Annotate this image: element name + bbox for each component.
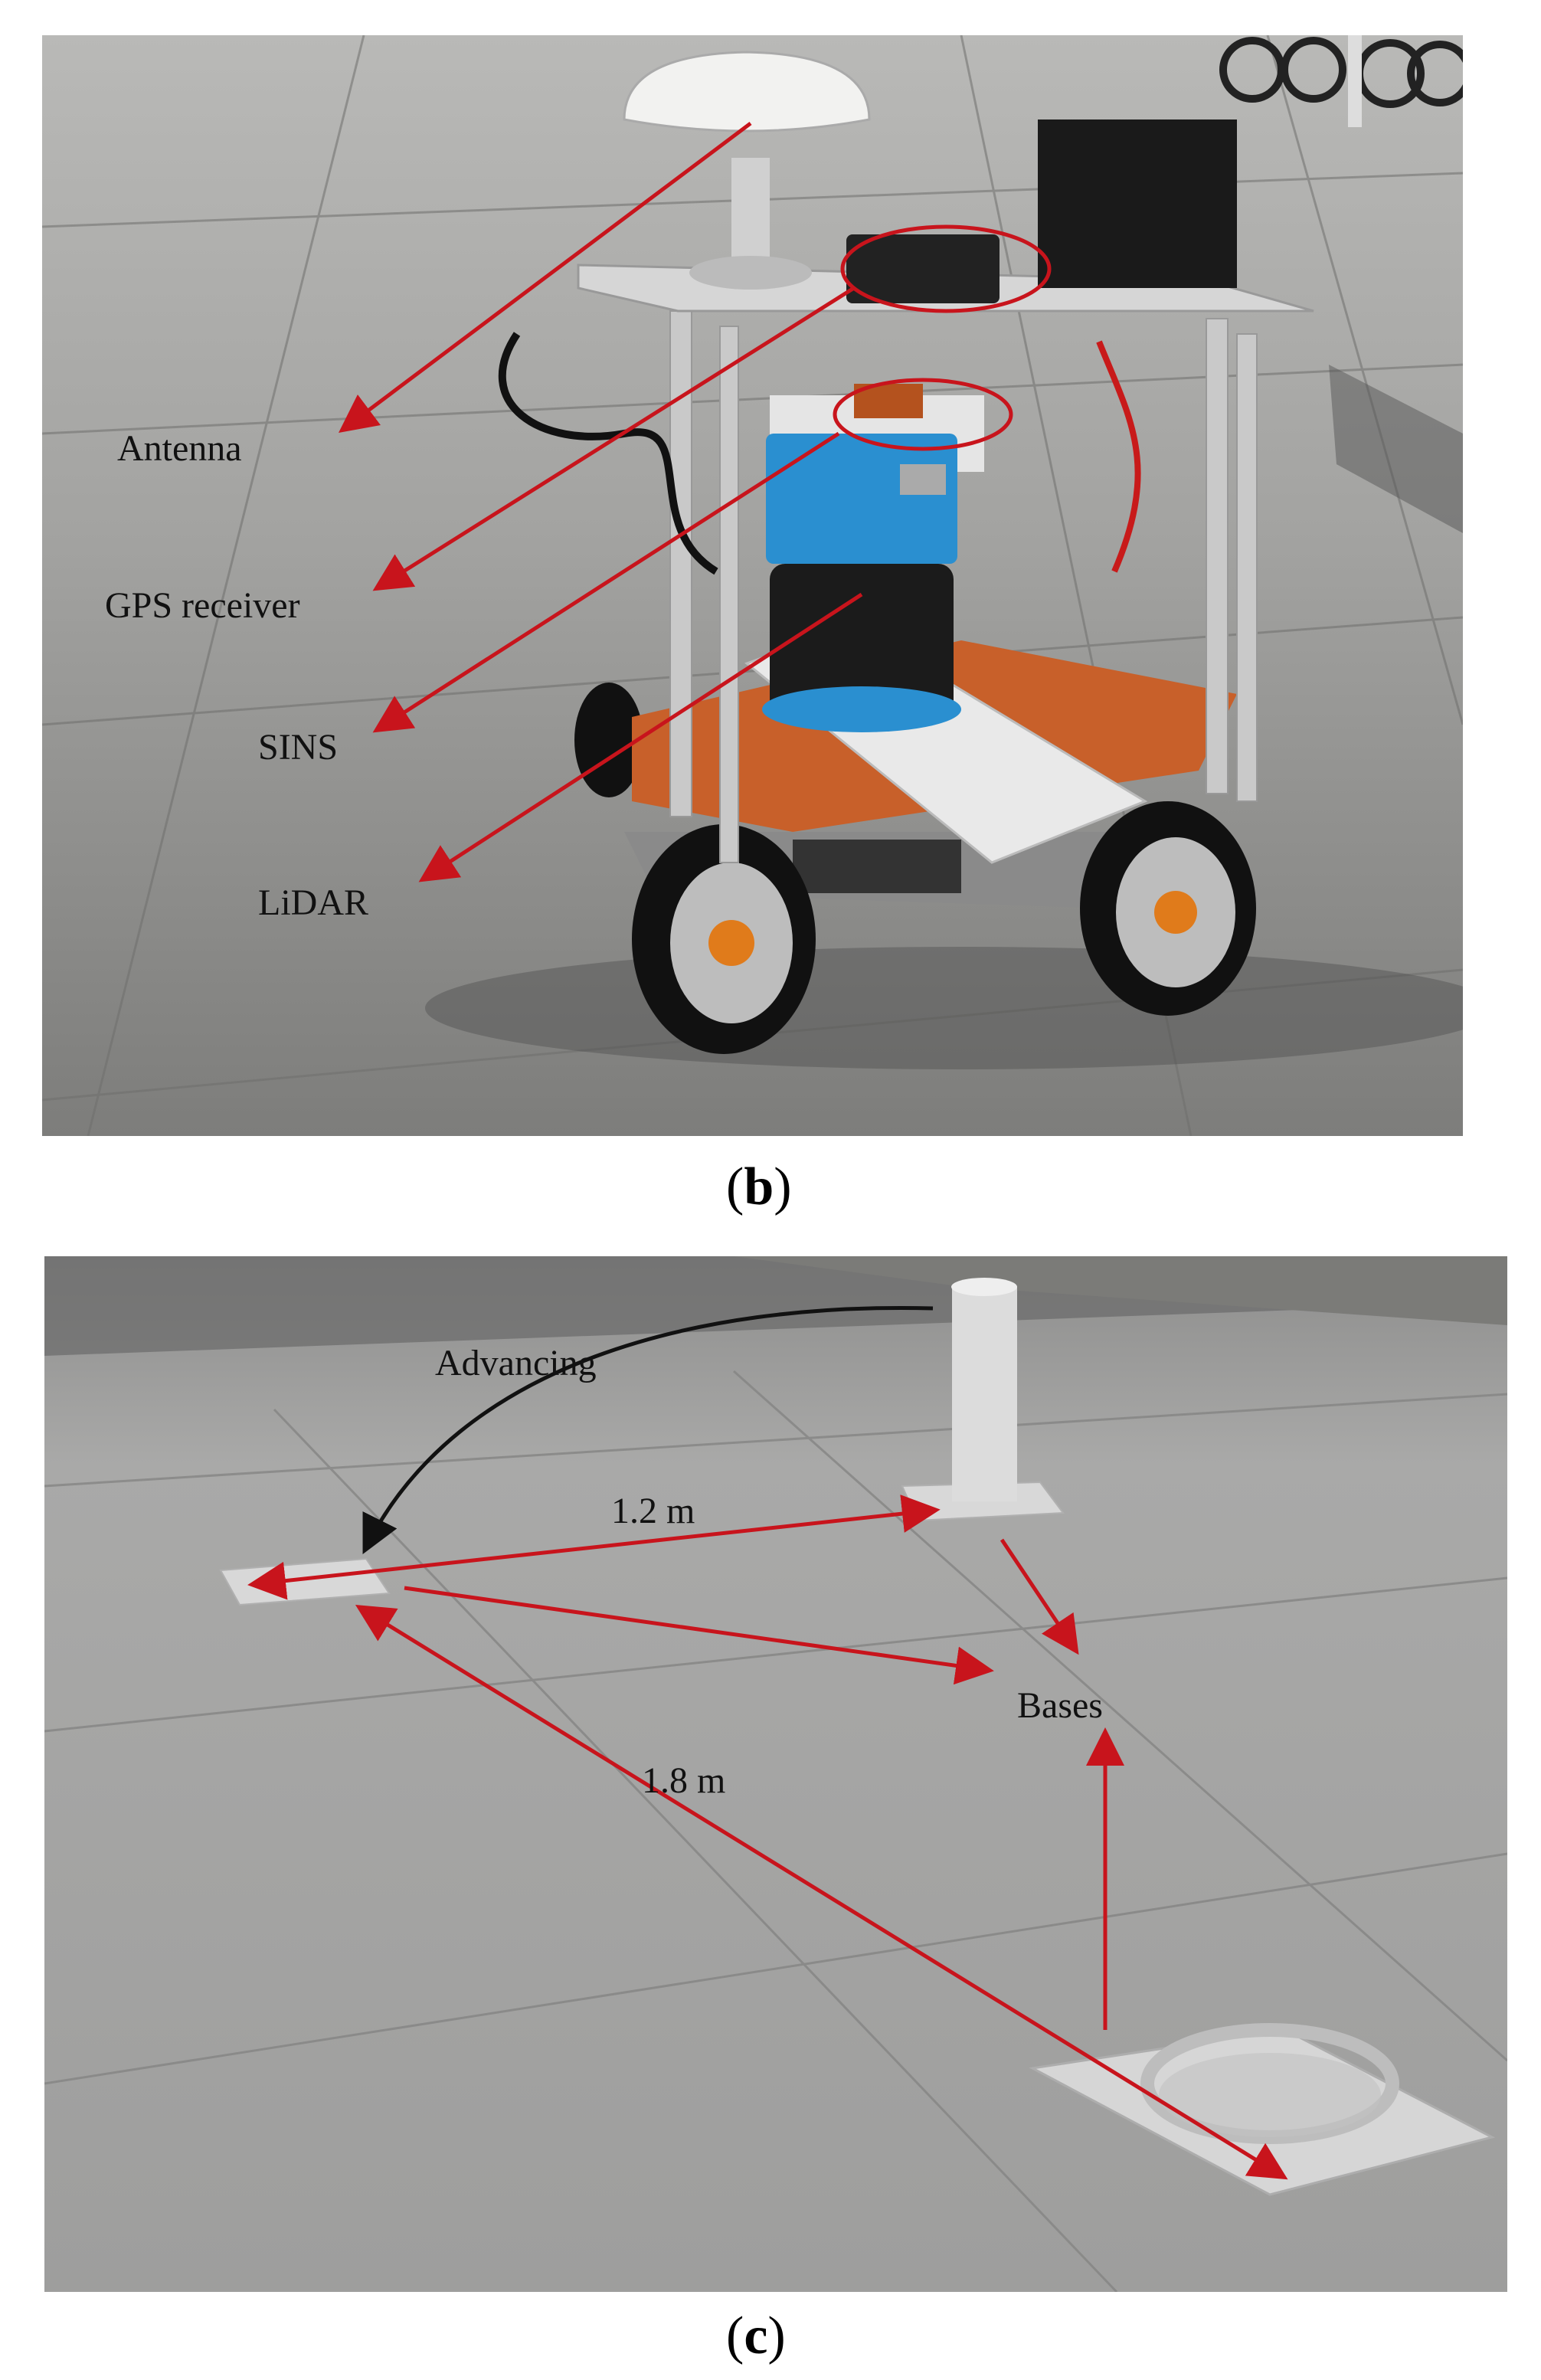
antenna-arrow bbox=[339, 122, 752, 434]
bases-label: Bases bbox=[1017, 1685, 1103, 1726]
drain-strip bbox=[1329, 365, 1463, 533]
red-cable bbox=[1096, 340, 1141, 573]
electronics-board bbox=[793, 840, 961, 893]
panel-b-caption: (b) bbox=[726, 1157, 792, 1216]
battery bbox=[1038, 119, 1237, 288]
gnss-antenna bbox=[623, 51, 871, 290]
distance-label-1: 1.2 m bbox=[611, 1491, 695, 1531]
bases-photo: Advancing 1.2 m Bases 1.8 m bbox=[44, 1256, 1507, 2292]
support-pillars bbox=[669, 310, 1258, 863]
gravel-strip bbox=[734, 1256, 1507, 1325]
panel-c-letter: c bbox=[744, 2306, 768, 2365]
antenna-label: Antenna bbox=[117, 428, 242, 469]
gps-receiver-label: GPS receiver bbox=[105, 585, 300, 626]
advancing-label: Advancing bbox=[435, 1343, 597, 1383]
front-left-wheel bbox=[632, 824, 816, 1054]
panel-b-letter: b bbox=[744, 1157, 774, 1216]
lidar-label: LiDAR bbox=[258, 882, 368, 923]
lidar-arrow bbox=[418, 592, 863, 882]
pole bbox=[1348, 35, 1362, 127]
robot-photo: Antenna GPS receiver SINS LiDAR bbox=[42, 35, 1463, 1136]
distance-arrow-2 bbox=[355, 1605, 1288, 2180]
distance-arrow-1 bbox=[247, 1494, 941, 1600]
photo-panel-b: Antenna GPS receiver SINS LiDAR bbox=[42, 35, 1463, 1136]
gps-receiver-arrow bbox=[372, 286, 856, 591]
panel-c-caption: (c) bbox=[726, 2306, 786, 2365]
sins-highlight bbox=[833, 378, 1013, 451]
front-right-wheel bbox=[1080, 801, 1256, 1016]
robot-shadow bbox=[425, 947, 1463, 1069]
advancing-arrow bbox=[362, 1305, 934, 1554]
sins-label: SINS bbox=[258, 727, 338, 768]
sins-arrow bbox=[372, 431, 840, 733]
base-with-pole bbox=[901, 1278, 1065, 1522]
photo-panel-c: Advancing 1.2 m Bases 1.8 m bbox=[44, 1256, 1507, 2292]
gps-receiver-box bbox=[846, 234, 1000, 303]
gps-receiver-highlight bbox=[840, 224, 1052, 313]
distance-label-2: 1.8 m bbox=[642, 1760, 725, 1801]
